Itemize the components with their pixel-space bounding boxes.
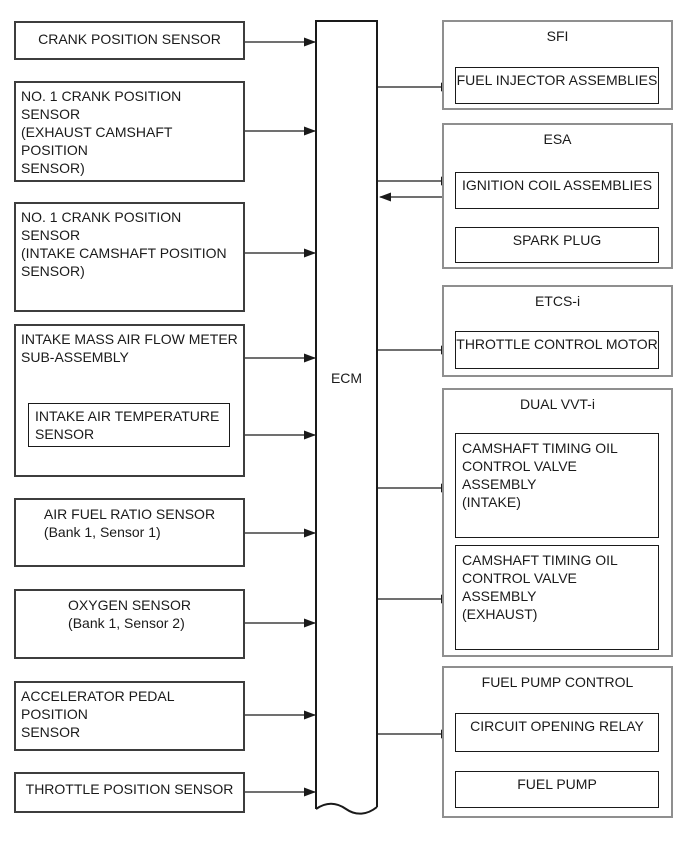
input-label: CRANK POSITION SENSOR [38,31,221,47]
output-box-camshaft-timing-oil-control-valve-intake: CAMSHAFT TIMING OIL CONTROL VALVE ASSEMB… [455,433,659,538]
input-box-oxygen-sensor: OXYGEN SENSOR (Bank 1, Sensor 2) [14,589,245,659]
input-label: NO. 1 CRANK POSITION SENSOR (EXHAUST CAM… [21,88,182,176]
output-group-sfi: SFI FUEL INJECTOR ASSEMBLIES [442,20,673,110]
ecm-label: ECM [330,370,363,386]
input-box-crank-position-sensor: CRANK POSITION SENSOR [14,21,245,60]
output-group-title: SFI [546,28,569,44]
output-group-esa: ESA IGNITION COIL ASSEMBLIES SPARK PLUG [442,123,673,269]
output-arrows [377,82,453,739]
input-box-air-fuel-ratio-sensor: AIR FUEL RATIO SENSOR (Bank 1, Sensor 1) [14,498,245,567]
input-box-intake-air-temperature-sensor: INTAKE AIR TEMPERATURE SENSOR [28,403,230,447]
output-label: SPARK PLUG [512,232,602,248]
output-box-circuit-opening-relay: CIRCUIT OPENING RELAY [455,713,659,752]
output-label: FUEL INJECTOR ASSEMBLIES [456,72,658,88]
input-box-intake-mass-air-flow-meter: INTAKE MASS AIR FLOW METER SUB-ASSEMBLY … [14,324,245,477]
input-box-accelerator-pedal-position-sensor: ACCELERATOR PEDAL POSITION SENSOR [14,681,245,751]
output-box-ignition-coil-assemblies: IGNITION COIL ASSEMBLIES [455,172,659,209]
output-label: THROTTLE CONTROL MOTOR [456,336,658,352]
input-label: NO. 1 CRANK POSITION SENSOR (INTAKE CAMS… [21,209,227,279]
input-label: OXYGEN SENSOR (Bank 1, Sensor 2) [68,597,191,631]
input-box-throttle-position-sensor: THROTTLE POSITION SENSOR [14,772,245,813]
output-label: CAMSHAFT TIMING OIL CONTROL VALVE ASSEMB… [462,552,618,622]
input-arrows [230,37,316,797]
input-box-no1-crank-position-sensor-exhaust: NO. 1 CRANK POSITION SENSOR (EXHAUST CAM… [14,81,245,182]
output-group-etcs-i: ETCS-i THROTTLE CONTROL MOTOR [442,285,673,377]
output-box-throttle-control-motor: THROTTLE CONTROL MOTOR [455,331,659,369]
output-group-title: ESA [543,131,572,147]
output-group-title: DUAL VVT-i [520,396,595,412]
output-box-camshaft-timing-oil-control-valve-exhaust: CAMSHAFT TIMING OIL CONTROL VALVE ASSEMB… [455,545,659,650]
output-group-dual-vvt-i: DUAL VVT-i CAMSHAFT TIMING OIL CONTROL V… [442,388,673,657]
output-box-fuel-pump: FUEL PUMP [455,771,659,808]
output-group-title: FUEL PUMP CONTROL [481,674,634,690]
output-label: FUEL PUMP [517,776,597,792]
output-label: CAMSHAFT TIMING OIL CONTROL VALVE ASSEMB… [462,440,618,510]
output-group-title: ETCS-i [534,293,581,309]
ecm-box-outline [315,20,378,815]
output-box-spark-plug: SPARK PLUG [455,227,659,263]
output-label: CIRCUIT OPENING RELAY [470,718,644,734]
input-box-no1-crank-position-sensor-intake: NO. 1 CRANK POSITION SENSOR (INTAKE CAMS… [14,202,245,312]
input-label: THROTTLE POSITION SENSOR [25,781,234,797]
output-box-fuel-injector-assemblies: FUEL INJECTOR ASSEMBLIES [455,67,659,104]
input-label: ACCELERATOR PEDAL POSITION SENSOR [21,688,175,740]
output-label: IGNITION COIL ASSEMBLIES [461,177,653,193]
input-label: AIR FUEL RATIO SENSOR (Bank 1, Sensor 1) [43,506,216,540]
input-label: INTAKE MASS AIR FLOW METER SUB-ASSEMBLY [21,331,238,365]
output-group-fuel-pump-control: FUEL PUMP CONTROL CIRCUIT OPENING RELAY … [442,666,673,818]
